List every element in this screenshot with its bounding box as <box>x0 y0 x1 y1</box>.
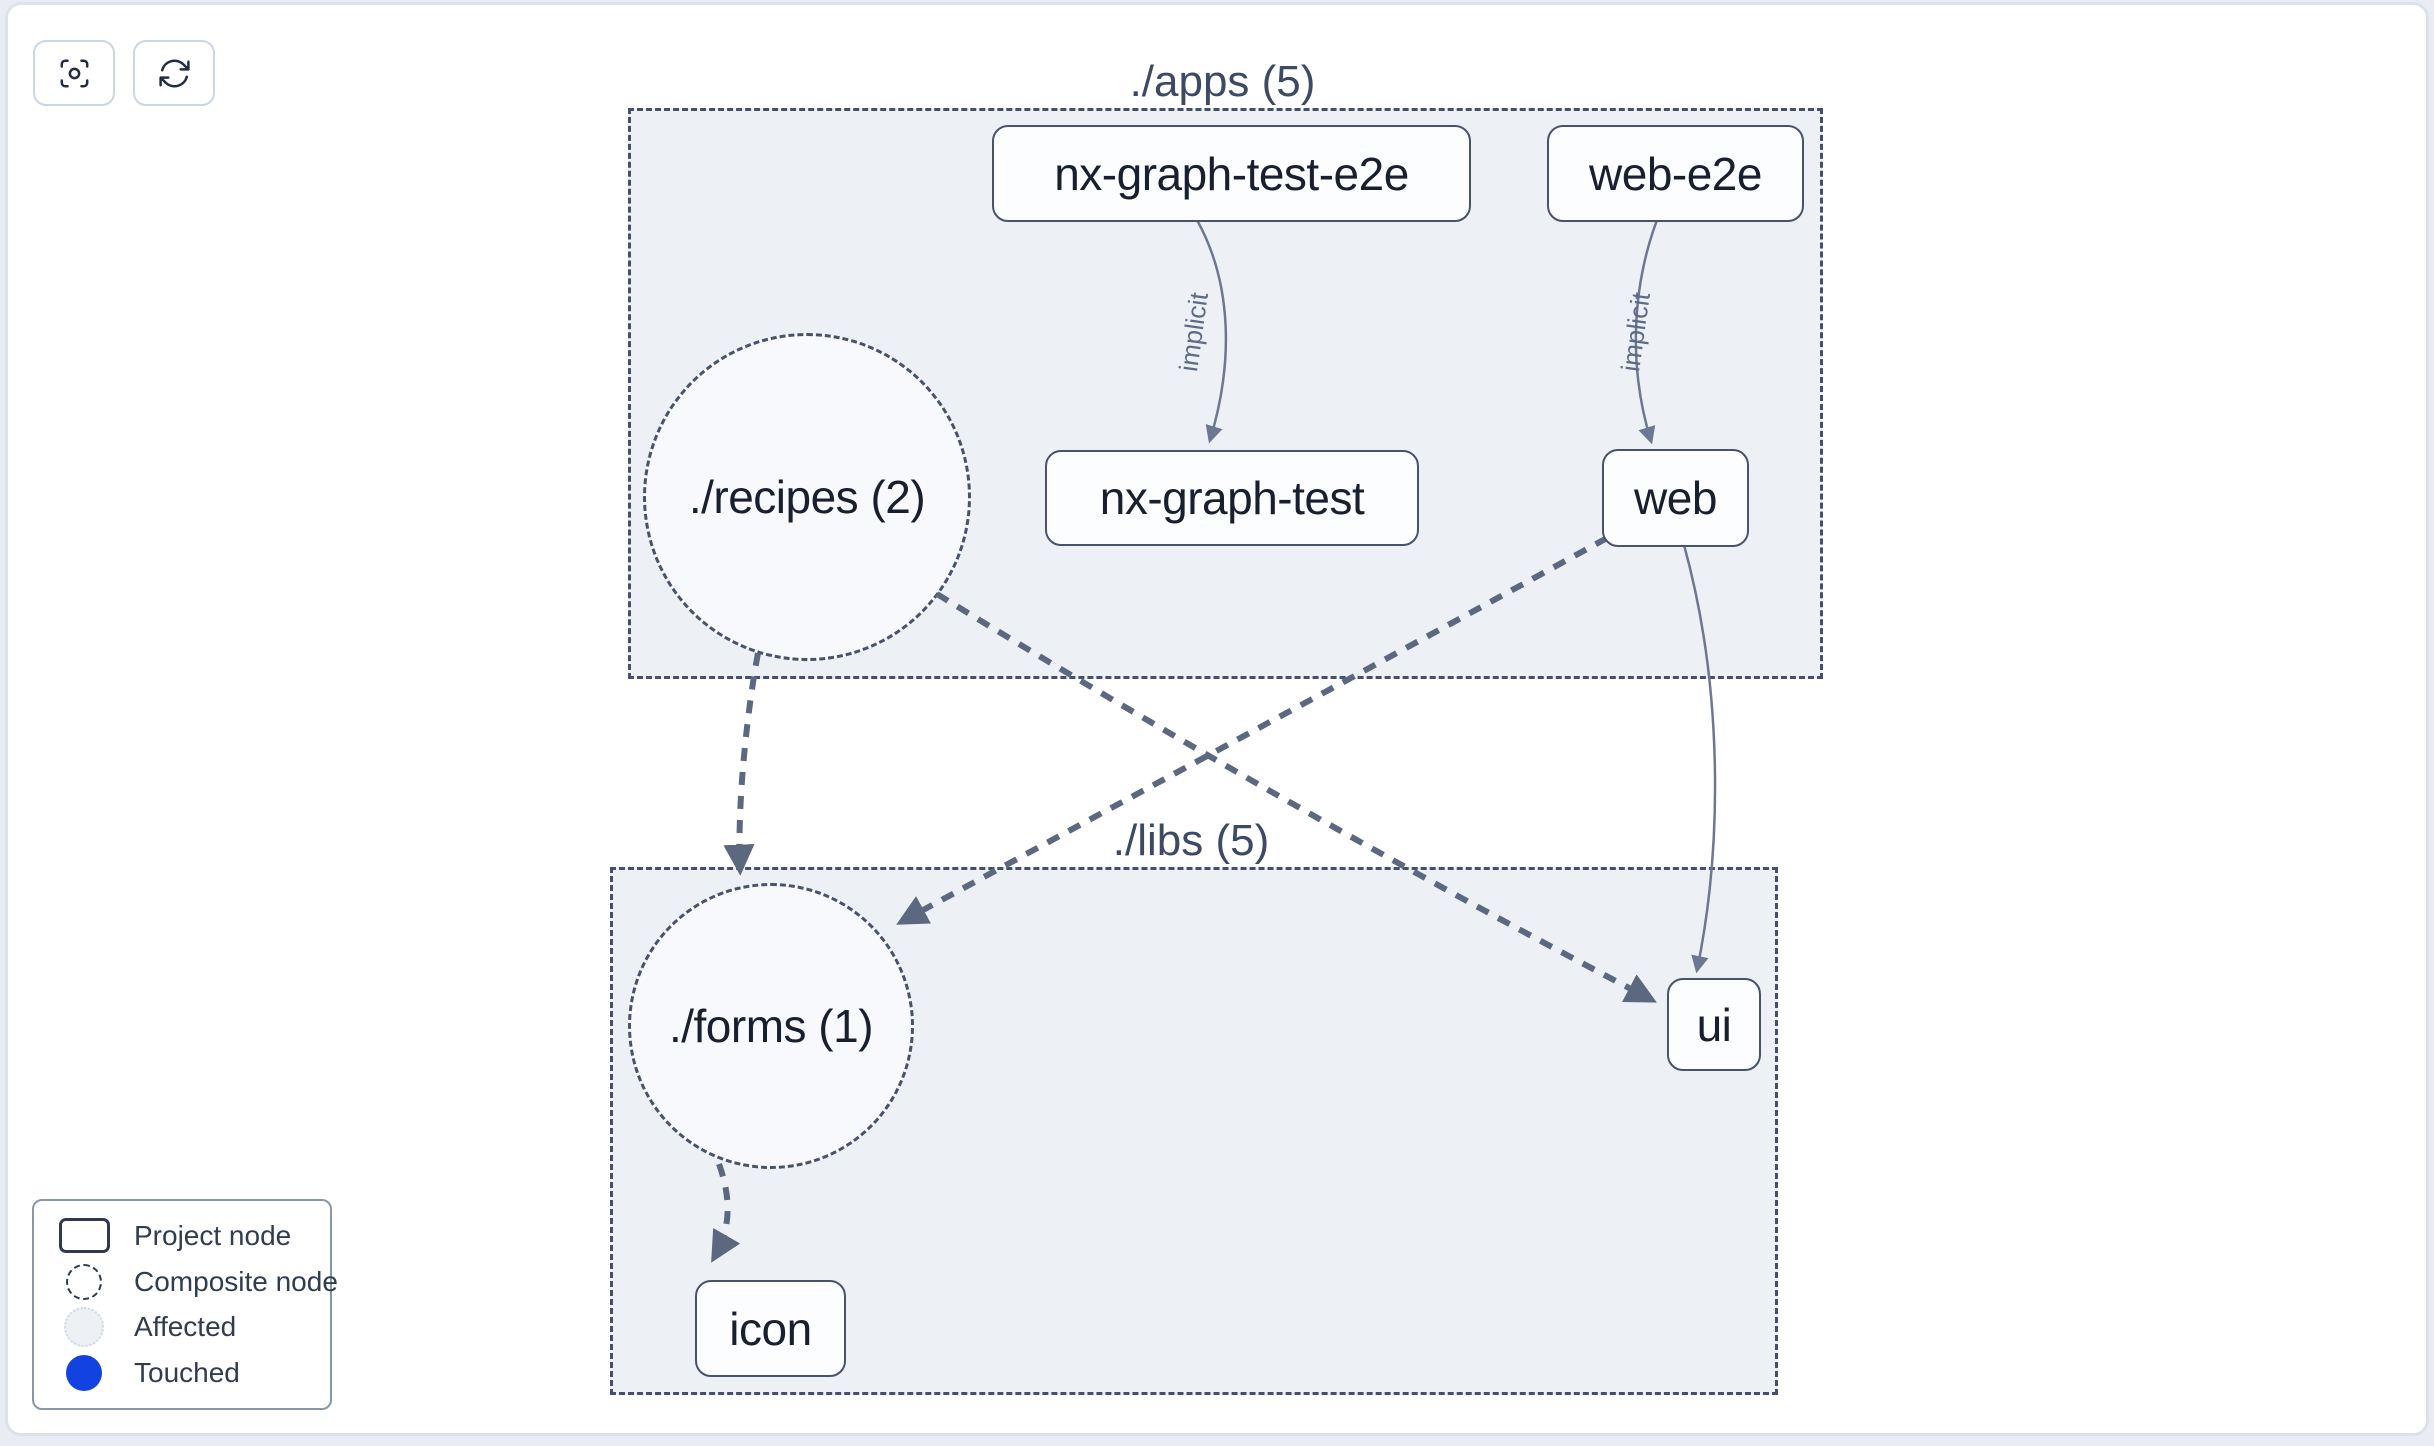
project-node-icon[interactable]: icon <box>695 1280 846 1377</box>
legend-label: Project node <box>134 1219 292 1251</box>
project-node-web-e2e[interactable]: web-e2e <box>1547 125 1804 222</box>
graph-toolbar <box>33 40 215 106</box>
legend-item-touched: Touched <box>34 1353 330 1393</box>
refresh-button[interactable] <box>133 40 215 106</box>
composite-node-forms[interactable]: ./forms (1) <box>628 883 914 1169</box>
center-graph-button[interactable] <box>33 40 115 106</box>
group-apps-label: ./apps (5) <box>1129 57 1316 106</box>
composite-node-forms-label: ./forms (1) <box>668 1000 874 1052</box>
refresh-arrows-icon <box>158 59 190 87</box>
project-node-ui[interactable]: ui <box>1667 978 1761 1071</box>
composite-node-recipes-label: ./recipes (2) <box>688 471 926 523</box>
viewfinder-focus-icon <box>60 59 88 87</box>
legend-label: Touched <box>134 1357 240 1389</box>
legend-label: Affected <box>134 1311 237 1343</box>
project-node-web[interactable]: web <box>1602 449 1749 547</box>
affected-swatch <box>64 1307 104 1348</box>
legend-item-affected: Affected <box>34 1307 330 1348</box>
legend-item-composite-node: Composite node <box>34 1262 338 1302</box>
project-node-nx-graph-test-e2e[interactable]: nx-graph-test-e2e <box>992 125 1471 222</box>
project-node-swatch <box>58 1218 110 1254</box>
touched-swatch <box>66 1355 102 1392</box>
legend: Project node Composite node Affected Tou… <box>32 1199 338 1410</box>
group-libs-label: ./libs (5) <box>1112 816 1270 865</box>
project-node-nx-graph-test[interactable]: nx-graph-test <box>1045 450 1419 546</box>
composite-node-recipes[interactable]: ./recipes (2) <box>643 333 971 661</box>
legend-item-project-node: Project node <box>34 1216 330 1256</box>
legend-label: Composite node <box>134 1265 338 1297</box>
composite-node-swatch <box>66 1263 102 1300</box>
